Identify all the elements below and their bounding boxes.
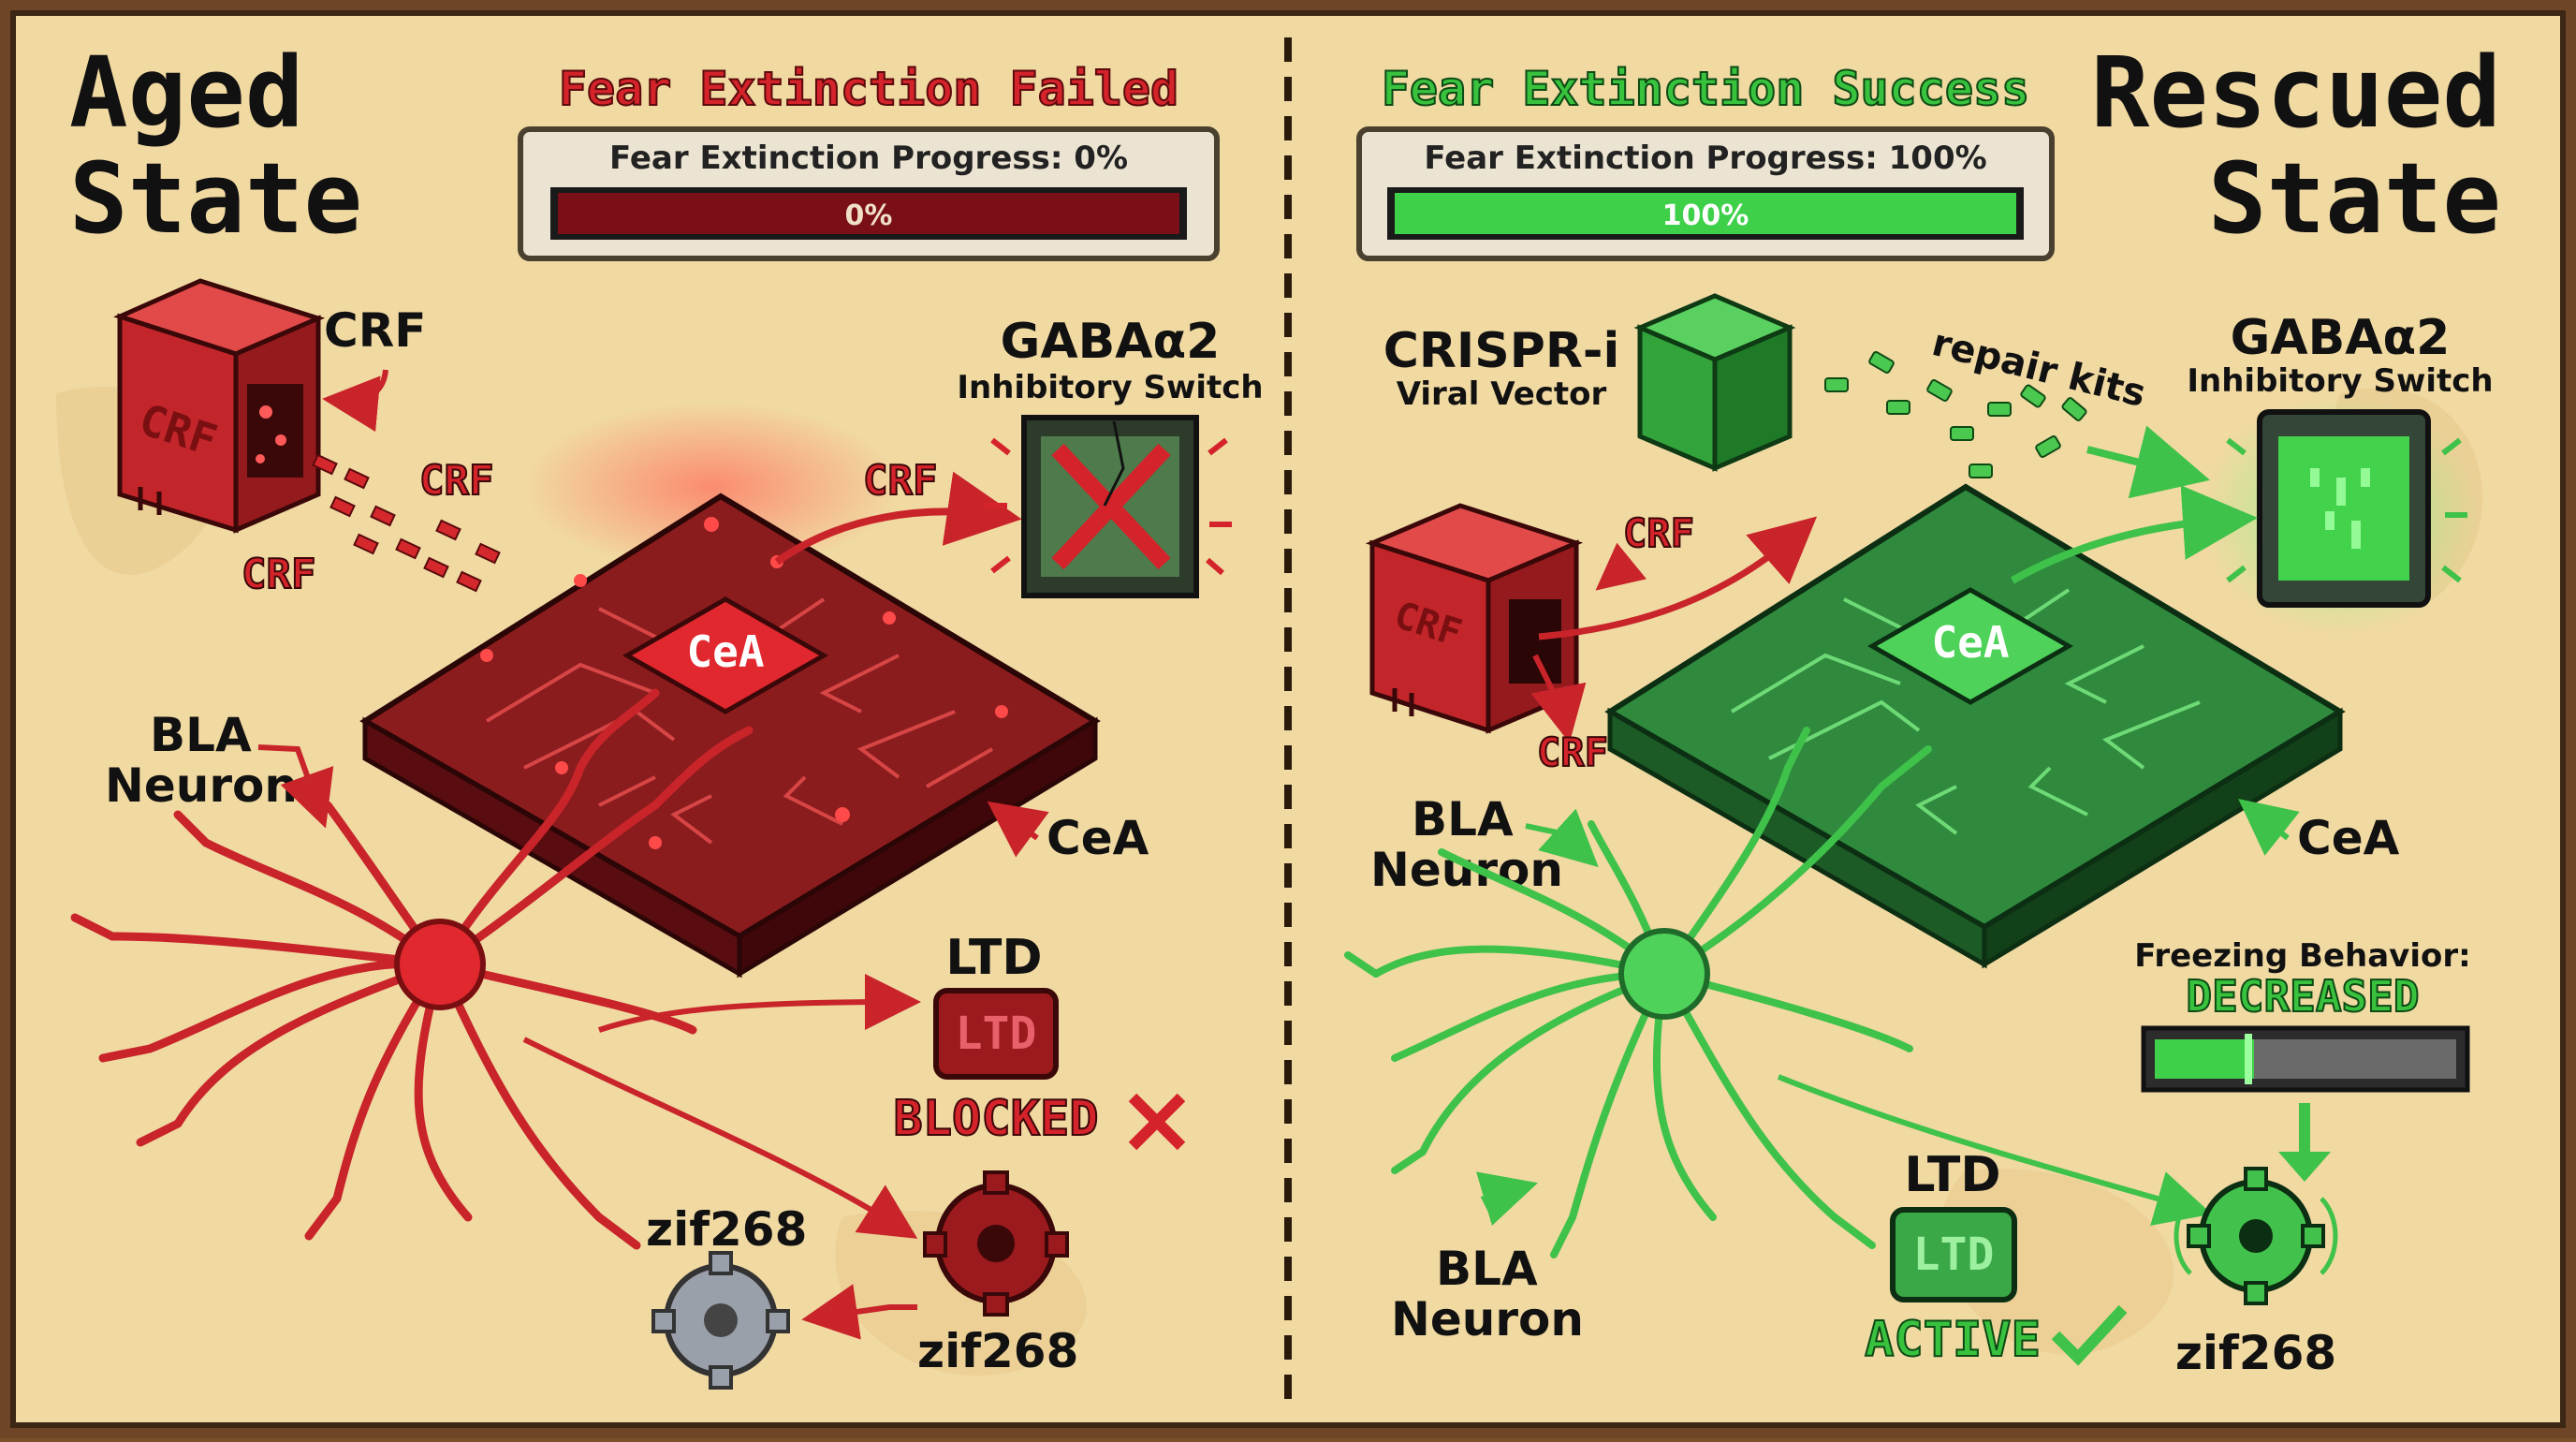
rescued-progress-label: Fear Extinction Progress: 100% (1424, 140, 1986, 177)
rescued-cea-board: CeA (1604, 483, 2346, 969)
rescued-zif-gear (2174, 1167, 2338, 1305)
down-arrow-icon (2278, 1152, 2331, 1182)
rescued-crf-label-a: CRF (1623, 510, 1694, 556)
rescued-ltd-box-text: LTD (1913, 1229, 1995, 1281)
rescued-crf-label-b: CRF (1537, 729, 1608, 775)
aged-title-line1: Aged (69, 36, 303, 150)
aged-ltd-box: LTD (933, 988, 1059, 1080)
aged-progress-fill (558, 193, 1179, 234)
rescued-bla2-line2: Neuron (1391, 1292, 1584, 1346)
rescued-ltd-box: LTD (1890, 1207, 2017, 1302)
aged-bla-soma (394, 919, 486, 1010)
rescued-bla-line2: Neuron (1370, 843, 1563, 897)
repair-kit-particles (1824, 351, 2087, 478)
aged-crf-label-b: CRF (242, 551, 315, 598)
rescued-bla2-line1: BLA (1436, 1242, 1538, 1296)
aged-crf-release-box: CRF (112, 278, 326, 534)
aged-cea-board: CeA (359, 493, 1101, 978)
freezing-label: Freezing Behavior: (2134, 937, 2470, 975)
aged-cea-label: CeA (1046, 811, 1149, 865)
rescued-progress-fill (1395, 193, 2016, 234)
rescued-ltd-status: ACTIVE (1865, 1312, 2041, 1368)
aged-gaba-x-icon (1051, 443, 1171, 570)
rescued-cea-label: CeA (2297, 811, 2400, 865)
aged-bla-line2: Neuron (105, 758, 298, 813)
aged-gaba-switch-broken (985, 415, 1232, 598)
aged-crf-label: CRF (324, 303, 426, 358)
rescued-progress-panel: Fear Extinction Progress: 100% 100% (1356, 126, 2055, 261)
rescued-bla-line1: BLA (1412, 792, 1514, 846)
aged-cea-chip-label: CeA (686, 626, 764, 677)
aged-zif-label-top: zif268 (646, 1202, 807, 1257)
aged-crf-particles (312, 453, 501, 593)
freezing-status: DECREASED (2186, 971, 2419, 1022)
rescued-crf-box: CRF (1365, 503, 1584, 734)
aged-ltd-label: LTD (945, 930, 1042, 986)
rescued-gaba-title: GABAα2 (2231, 310, 2451, 366)
aged-bla-line1: BLA (150, 708, 252, 762)
aged-gaba-title: GABAα2 (1001, 314, 1221, 370)
blocked-x-icon (1128, 1093, 1186, 1151)
rescued-crispr-line1: CRISPR-i (1383, 323, 1620, 379)
aged-crf-label-c: CRF (863, 457, 937, 505)
crispr-viral-vector-cube (1633, 293, 1796, 472)
rescued-progress-text: 100% (1662, 199, 1749, 232)
rescued-crispr-line2: Viral Vector (1397, 375, 1607, 413)
aged-status-title: Fear Extinction Failed (559, 62, 1178, 116)
aged-progress-text: 0% (845, 199, 893, 232)
rescued-title-line2: State (2208, 141, 2501, 256)
aged-zif-gear-red (923, 1170, 1069, 1317)
rescued-title-line1: Rescued (2091, 36, 2501, 150)
aged-zif-label-bottom: zif268 (917, 1324, 1078, 1378)
rescued-zif-label: zif268 (2175, 1326, 2336, 1380)
aged-ltd-status: BLOCKED (893, 1091, 1098, 1147)
active-check-icon (2051, 1304, 2128, 1366)
rescued-status-title: Fear Extinction Success (1382, 62, 2029, 116)
freezing-meter-fill (2155, 1039, 2254, 1079)
rescued-ltd-label: LTD (1904, 1147, 2000, 1203)
rescued-gaba-switch-on (2220, 409, 2467, 608)
aged-ltd-box-text: LTD (956, 1008, 1037, 1060)
rescued-cea-chip-label: CeA (1931, 617, 2009, 668)
freezing-meter (2141, 1025, 2470, 1093)
aged-progress-panel: Fear Extinction Progress: 0% 0% (518, 126, 1220, 261)
aged-crf-label-a: CRF (419, 457, 493, 505)
aged-gaba-subtitle: Inhibitory Switch (957, 369, 1263, 406)
aged-progress-label: Fear Extinction Progress: 0% (609, 140, 1128, 177)
aged-zif-gear-grey (651, 1251, 790, 1390)
rescued-bla-soma (1618, 928, 1710, 1020)
aged-title-line2: State (69, 141, 362, 256)
